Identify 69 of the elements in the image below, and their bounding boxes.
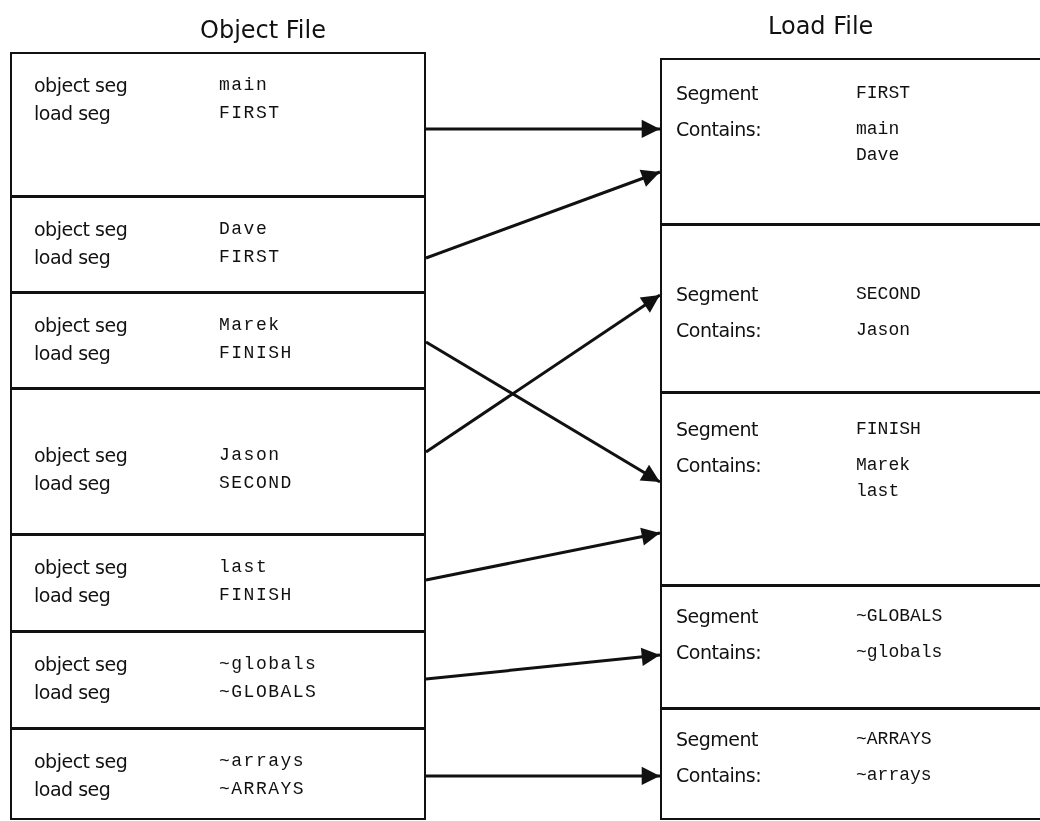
arrow bbox=[425, 340, 661, 484]
field-label: object seg bbox=[34, 217, 129, 242]
field-label: Segment bbox=[676, 727, 759, 752]
object-segment-box bbox=[10, 728, 426, 820]
segment-name: SECOND bbox=[219, 472, 293, 495]
segment-name: FIRST bbox=[856, 82, 910, 105]
object-segment-box bbox=[10, 196, 426, 293]
field-label: Contains: bbox=[676, 763, 763, 788]
segment-name: ~globals bbox=[856, 641, 943, 664]
field-label: Contains: bbox=[676, 318, 763, 343]
segment-name: Marek bbox=[219, 314, 281, 337]
segment-name: ~arrays bbox=[856, 764, 932, 787]
arrow bbox=[426, 119, 660, 139]
arrow bbox=[426, 766, 660, 786]
field-label: object seg bbox=[34, 443, 129, 468]
field-label: load seg bbox=[34, 777, 112, 802]
field-label: object seg bbox=[34, 313, 129, 338]
load-segment-box bbox=[660, 392, 1040, 586]
segment-name: Dave bbox=[219, 218, 269, 241]
arrow bbox=[425, 647, 661, 681]
field-label: Segment bbox=[676, 81, 759, 106]
field-label: load seg bbox=[34, 245, 112, 270]
field-label: load seg bbox=[34, 583, 112, 608]
load-segment-box bbox=[660, 58, 1040, 225]
segment-name: main bbox=[219, 74, 269, 97]
segment-name: Jason bbox=[856, 319, 910, 342]
field-label: load seg bbox=[34, 680, 112, 705]
segment-name: ~arrays bbox=[219, 750, 306, 773]
segment-name: FINISH bbox=[856, 418, 921, 441]
segment-name: SECOND bbox=[856, 283, 921, 306]
arrow bbox=[425, 293, 661, 454]
object-segment-box bbox=[10, 631, 426, 729]
column-heading: Load File bbox=[768, 12, 874, 40]
arrow bbox=[425, 169, 661, 260]
segment-name: Jason bbox=[219, 444, 281, 467]
segment-name: last bbox=[219, 556, 269, 579]
field-label: object seg bbox=[34, 749, 129, 774]
field-label: load seg bbox=[34, 341, 112, 366]
column-heading: Object File bbox=[200, 16, 326, 44]
segment-name: main Dave bbox=[856, 118, 900, 167]
segment-name: ~globals bbox=[219, 653, 318, 676]
load-segment-box bbox=[660, 585, 1040, 709]
segment-name: ~GLOBALS bbox=[856, 605, 943, 628]
object-segment-box bbox=[10, 292, 426, 389]
field-label: Contains: bbox=[676, 453, 763, 478]
field-label: object seg bbox=[34, 652, 129, 677]
field-label: load seg bbox=[34, 471, 112, 496]
segment-name: FIRST bbox=[219, 102, 281, 125]
segment-name: Marek last bbox=[856, 454, 910, 503]
field-label: Segment bbox=[676, 417, 759, 442]
field-label: Segment bbox=[676, 282, 759, 307]
field-label: Contains: bbox=[676, 117, 763, 142]
load-segment-box bbox=[660, 224, 1040, 393]
object-segment-box bbox=[10, 388, 426, 535]
field-label: load seg bbox=[34, 101, 112, 126]
field-label: object seg bbox=[34, 555, 129, 580]
segment-name: ~ARRAYS bbox=[219, 778, 306, 801]
segment-name: ~ARRAYS bbox=[856, 728, 932, 751]
object-segment-box bbox=[10, 534, 426, 632]
arrow bbox=[425, 527, 661, 582]
field-label: Contains: bbox=[676, 640, 763, 665]
field-label: object seg bbox=[34, 73, 129, 98]
load-segment-box bbox=[660, 708, 1040, 820]
segment-name: FINISH bbox=[219, 342, 293, 365]
segment-name: FINISH bbox=[219, 584, 293, 607]
field-label: Segment bbox=[676, 604, 759, 629]
segment-name: FIRST bbox=[219, 246, 281, 269]
object-segment-box bbox=[10, 52, 426, 197]
segment-name: ~GLOBALS bbox=[219, 681, 318, 704]
